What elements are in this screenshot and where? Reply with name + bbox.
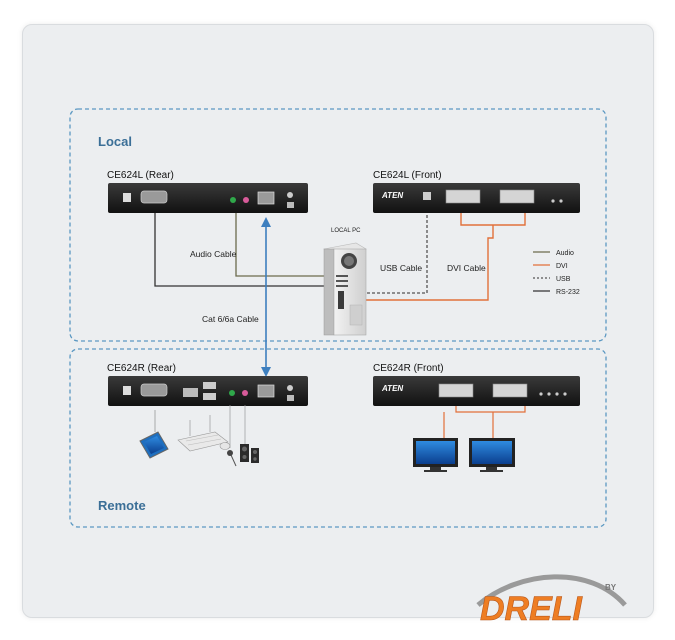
- cat-cable-label: Cat 6/6a Cable: [202, 314, 259, 324]
- cat-cable: [261, 217, 271, 377]
- monitor-right-icon: [469, 412, 515, 472]
- legend-label-dvi: DVI: [556, 263, 568, 270]
- touch-panel-icon: [139, 410, 169, 459]
- dreli-logo: DRELI BY: [476, 574, 627, 628]
- dreli-logo-text: DRELI: [480, 590, 584, 628]
- local-pc-label: LOCAL PC: [331, 228, 361, 234]
- remote-region-label: Remote: [98, 498, 146, 513]
- keyboard-icon: [177, 415, 229, 452]
- local-region: [69, 108, 607, 342]
- ce624l-front-device: ATEN: [373, 183, 580, 213]
- ce624r-front-title: CE624R (Front): [373, 363, 444, 374]
- audio-cable-label: Audio Cable: [190, 249, 237, 259]
- ce624r-front-logo: ATEN: [381, 384, 403, 393]
- dvi-cable: [360, 210, 526, 301]
- ce624l-rear-title: CE624L (Rear): [107, 170, 174, 181]
- usb-cable: [360, 210, 428, 294]
- legend-label-usb: USB: [556, 276, 571, 283]
- legend-label-rs-232: RS-232: [556, 289, 580, 296]
- local-region-label: Local: [98, 134, 132, 149]
- ce624r-rear-title: CE624R (Rear): [107, 363, 176, 374]
- microphone-icon: [227, 405, 237, 467]
- ce624l-front-title: CE624L (Front): [373, 170, 442, 181]
- dvi-cable-label: DVI Cable: [447, 263, 486, 273]
- ce624r-rear-device: [108, 376, 308, 406]
- ce624l-front-logo: ATEN: [381, 191, 403, 200]
- legend-label-audio: Audio: [556, 250, 574, 257]
- audio-cable: [235, 210, 330, 277]
- rs232-cable: [154, 212, 330, 287]
- ce624l-rear-device: [108, 183, 308, 213]
- usb-cable-label: USB Cable: [380, 263, 422, 273]
- mouse-icon: [219, 442, 231, 450]
- remote-dvi-links: [455, 403, 526, 413]
- ce624r-front-device: ATEN: [373, 376, 580, 406]
- monitor-left-icon: [413, 412, 458, 472]
- speakers-icon: [240, 405, 259, 463]
- dreli-logo-by: BY: [605, 583, 617, 592]
- local-pc-icon: [323, 242, 367, 336]
- remote-region: [69, 348, 607, 528]
